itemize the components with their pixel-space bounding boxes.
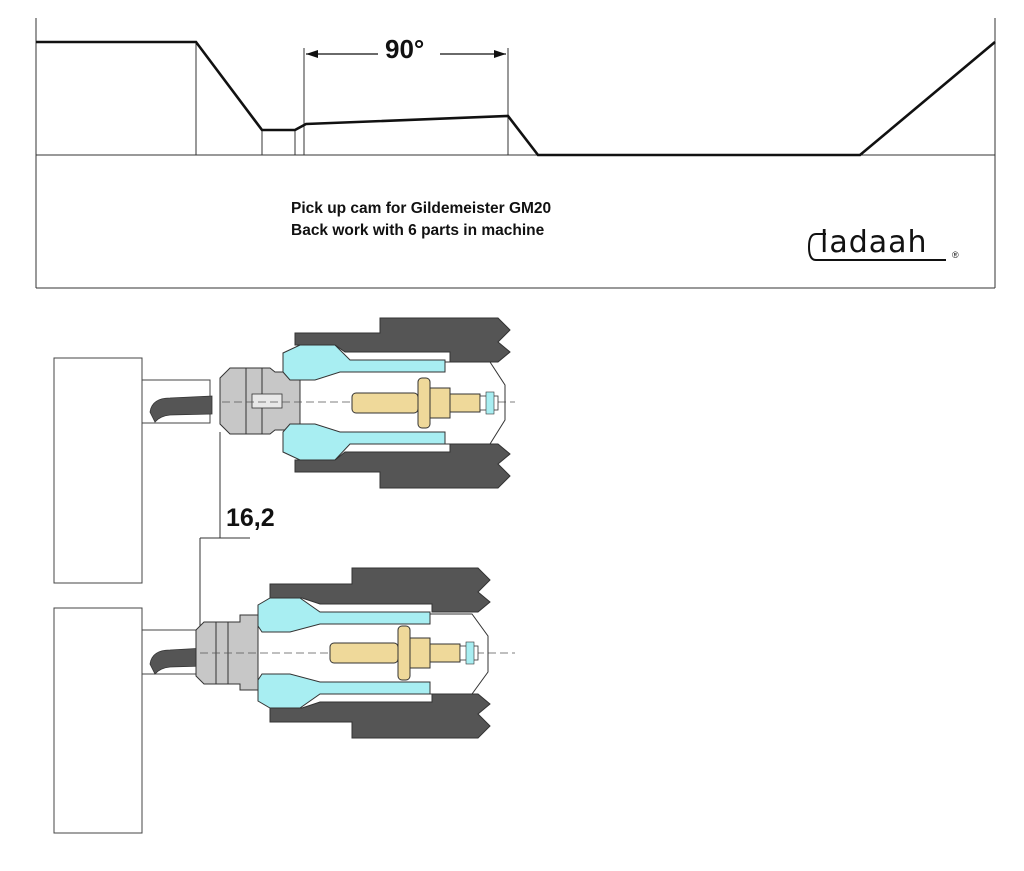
lower-ejector-pin	[329, 625, 479, 681]
logo-registered-mark: ®	[952, 250, 959, 260]
angle-dimension	[306, 50, 506, 58]
offset-dimension	[199, 432, 250, 630]
upper-ejector-pin	[351, 377, 499, 429]
cam-profile-panel	[35, 18, 996, 289]
lower-housing-top	[269, 567, 491, 613]
cam-profile-line	[36, 40, 996, 157]
upper-spindle-assembly	[53, 317, 515, 584]
angle-label: 90°	[385, 34, 425, 64]
offset-label: 16,2	[226, 504, 275, 532]
upper-housing-top	[294, 317, 511, 363]
caption-line-1: Pick up cam for Gildemeister GM20	[291, 200, 552, 217]
lower-spindle-assembly	[53, 567, 515, 834]
caption-line-2: Back work with 6 parts in machine	[291, 222, 545, 239]
logo-text: ladaah	[820, 225, 928, 260]
lower-housing-bottom	[269, 693, 491, 739]
upper-housing-bottom	[294, 443, 511, 489]
tadaah-logo: ladaah ®	[807, 225, 959, 264]
logo-swoosh-icon	[807, 233, 946, 261]
